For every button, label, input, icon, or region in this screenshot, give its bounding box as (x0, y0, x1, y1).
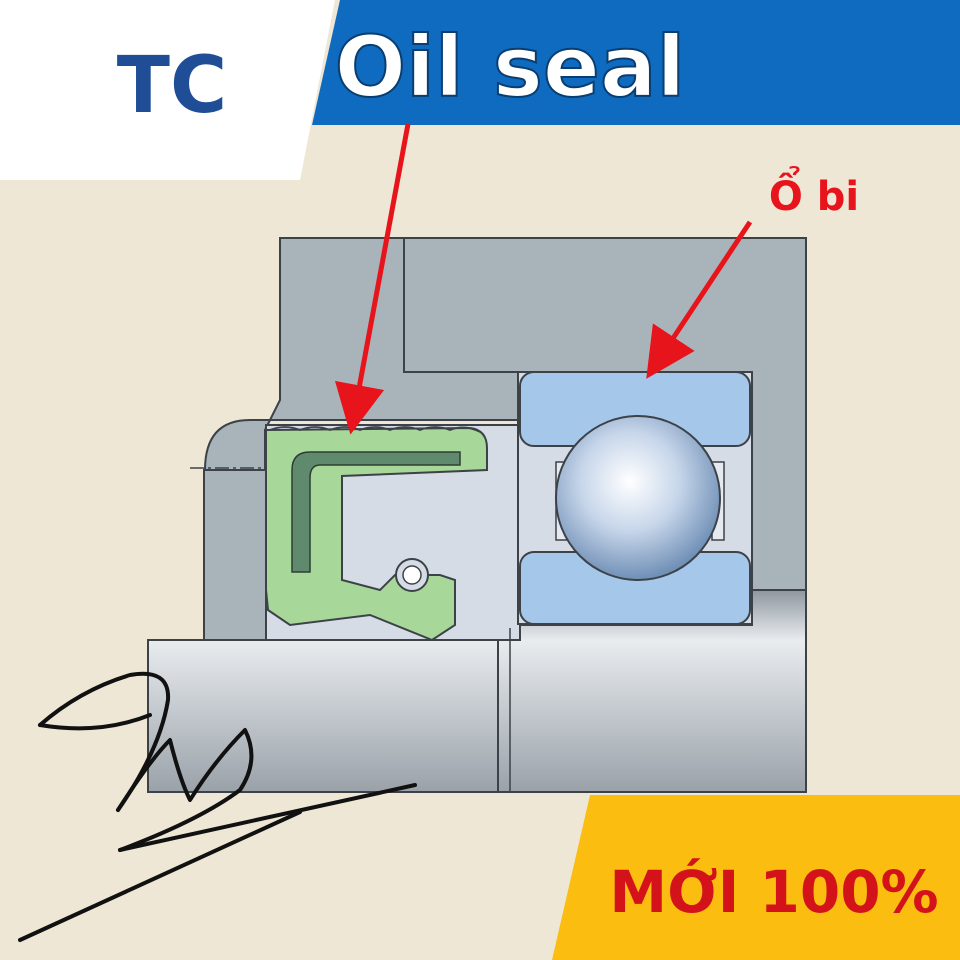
oil-seal-section (265, 426, 488, 642)
bearing-arrow (646, 220, 753, 379)
signature-mark-icon (18, 671, 417, 942)
condition-badge (552, 795, 960, 960)
title-banner (312, 0, 960, 125)
oil-seal-arrow (334, 123, 411, 435)
product-title: Oil seal (335, 18, 686, 116)
condition-label: MỚI 100% (609, 857, 938, 926)
ball-bearing (517, 371, 753, 625)
bearing-label: Ổ bi (769, 165, 859, 220)
code-panel (0, 0, 335, 180)
product-code: TC (117, 41, 227, 131)
